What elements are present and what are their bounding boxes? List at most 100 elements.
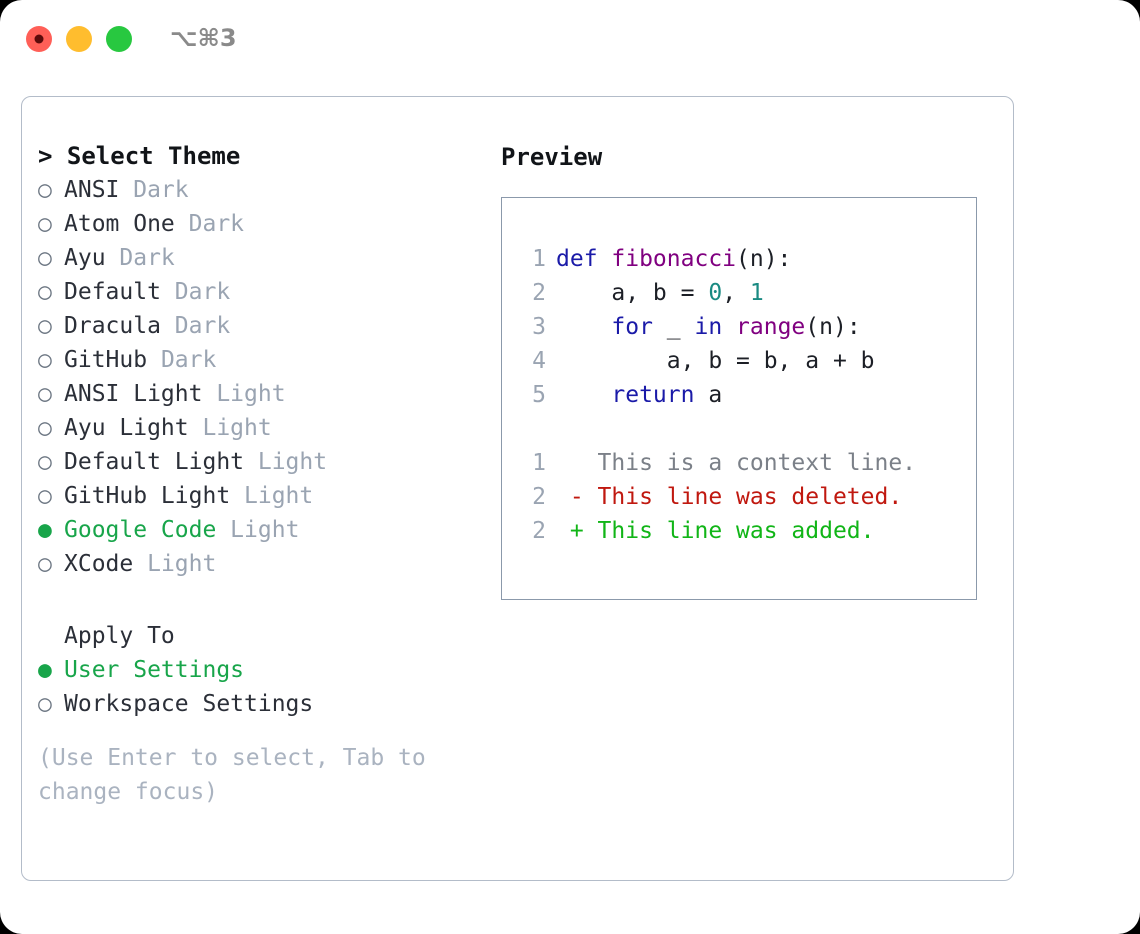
code-line: 5 return a [520, 378, 976, 412]
code-token: _ [652, 314, 695, 340]
code-line: 4 a, b = b, a + b [520, 344, 976, 378]
apply-to-label: Apply To [64, 623, 175, 649]
theme-variant-badge: Light [133, 551, 217, 577]
line-number: 1 [532, 450, 546, 476]
theme-list-item[interactable]: ○ GitHub Light Light [38, 479, 488, 513]
theme-name: ANSI [64, 177, 120, 203]
code-token: def [556, 246, 612, 272]
theme-list-item[interactable]: ○ ANSI Light Light [38, 377, 488, 411]
theme-list-item[interactable]: ○ Atom One Dark [38, 207, 488, 241]
minimize-button[interactable] [66, 26, 92, 52]
recording-indicator-icon [34, 34, 44, 44]
code-token: fibonacci [611, 246, 737, 272]
code-token: (n): [805, 314, 861, 340]
theme-list-item[interactable]: ○ Dracula Dark [38, 309, 488, 343]
apply-to-option-label: Workspace Settings [64, 691, 314, 717]
theme-variant-badge: Dark [160, 313, 231, 339]
apply-to-option[interactable]: ○ Workspace Settings [38, 687, 488, 721]
theme-variant-badge: Dark [174, 211, 245, 237]
diff-line: 2 + This line was added. [520, 514, 976, 548]
radio-unselected-icon: ○ [38, 313, 52, 339]
code-token: , [722, 280, 750, 306]
code-token [722, 314, 736, 340]
theme-name: Atom One [64, 211, 175, 237]
radio-unselected-icon: ○ [38, 245, 52, 271]
theme-list-item[interactable]: ○ Ayu Light Light [38, 411, 488, 445]
radio-unselected-icon: ○ [38, 449, 52, 475]
radio-unselected-icon: ○ [38, 177, 52, 203]
diff-text: This line was added. [597, 518, 875, 544]
diff-text: This is a context line. [597, 450, 917, 476]
preview-title: Preview [501, 143, 603, 171]
select-theme-header: > Select Theme [38, 142, 241, 170]
theme-list-item[interactable]: ○ Default Light Light [38, 445, 488, 479]
line-number: 2 [532, 484, 546, 510]
line-number: 2 [532, 518, 546, 544]
diff-sign: - [556, 484, 598, 510]
theme-variant-badge: Dark [105, 245, 175, 271]
theme-name: Dracula [64, 313, 161, 339]
maximize-button[interactable] [106, 26, 132, 52]
close-button[interactable] [26, 26, 52, 52]
code-token: (n): [736, 246, 792, 272]
radio-unselected-icon: ○ [38, 483, 52, 509]
theme-name: GitHub Light [64, 483, 231, 509]
line-number: 4 [532, 348, 546, 374]
code-line: 3 for _ in range(n): [520, 310, 976, 344]
apply-to-option-label: User Settings [64, 657, 245, 683]
code-token [556, 382, 611, 408]
radio-unselected-icon: ○ [38, 381, 52, 407]
theme-list-item[interactable]: ○XCode Light [38, 547, 488, 581]
keyboard-hint-text: (Use Enter to select, Tab to change focu… [38, 745, 426, 805]
radio-unselected-icon: ○ [38, 415, 52, 441]
code-token: for [611, 314, 653, 340]
diff-line: 1 This is a context line. [520, 446, 976, 480]
line-number: 3 [532, 314, 546, 340]
diff-sample: 1 This is a context line.2 - This line w… [520, 446, 976, 548]
radio-unselected-icon: ○ [38, 211, 52, 237]
code-token: a [694, 382, 723, 408]
apply-to-option[interactable]: ● User Settings [38, 653, 488, 687]
theme-name: Default [64, 279, 161, 305]
code-token: return [611, 382, 695, 408]
theme-list-item[interactable]: ○ ANSI Dark [38, 173, 488, 207]
theme-variant-badge: Light [188, 415, 272, 441]
theme-list-item[interactable]: ● Google Code Light [38, 513, 488, 547]
theme-list-item[interactable]: ○ Ayu Dark [38, 241, 488, 275]
theme-variant-badge: Light [230, 483, 314, 509]
diff-sign [556, 450, 598, 476]
diff-text: This line was deleted. [597, 484, 903, 510]
radio-selected-icon: ● [38, 517, 52, 543]
section-spacer [38, 581, 488, 619]
code-token [556, 314, 611, 340]
theme-list-item[interactable]: ○GitHub Dark [38, 343, 488, 377]
radio-unselected-icon: ○ [38, 279, 52, 305]
theme-variant-badge: Dark [119, 177, 189, 203]
code-token: range [736, 314, 806, 340]
radio-selected-icon: ● [38, 657, 52, 683]
code-token: 0 [708, 280, 723, 306]
theme-name: XCode [64, 551, 134, 577]
theme-variant-badge: Light [202, 381, 286, 407]
theme-name: Google Code [64, 517, 217, 543]
diff-line: 2 - This line was deleted. [520, 480, 976, 514]
radio-unselected-icon: ○ [38, 691, 52, 717]
code-token: a, b = b, a + b [556, 348, 875, 374]
theme-variant-badge: Light [244, 449, 328, 475]
theme-variant-badge: Light [216, 517, 300, 543]
apply-to-list: ● User Settings ○ Workspace Settings [38, 653, 488, 721]
theme-name: ANSI Light [64, 381, 203, 407]
theme-selection-column: > Select Theme ○ANSI Dark○Atom One Dark○… [38, 139, 488, 809]
line-number: 2 [532, 280, 546, 306]
theme-variant-badge: Dark [160, 279, 231, 305]
theme-name: GitHub [64, 347, 148, 373]
theme-name: Ayu Light [64, 415, 189, 441]
theme-variant-badge: Dark [147, 347, 217, 373]
theme-name: Default Light [64, 449, 245, 475]
theme-list-item[interactable]: ○ Default Dark [38, 275, 488, 309]
theme-name: Ayu [64, 245, 106, 271]
